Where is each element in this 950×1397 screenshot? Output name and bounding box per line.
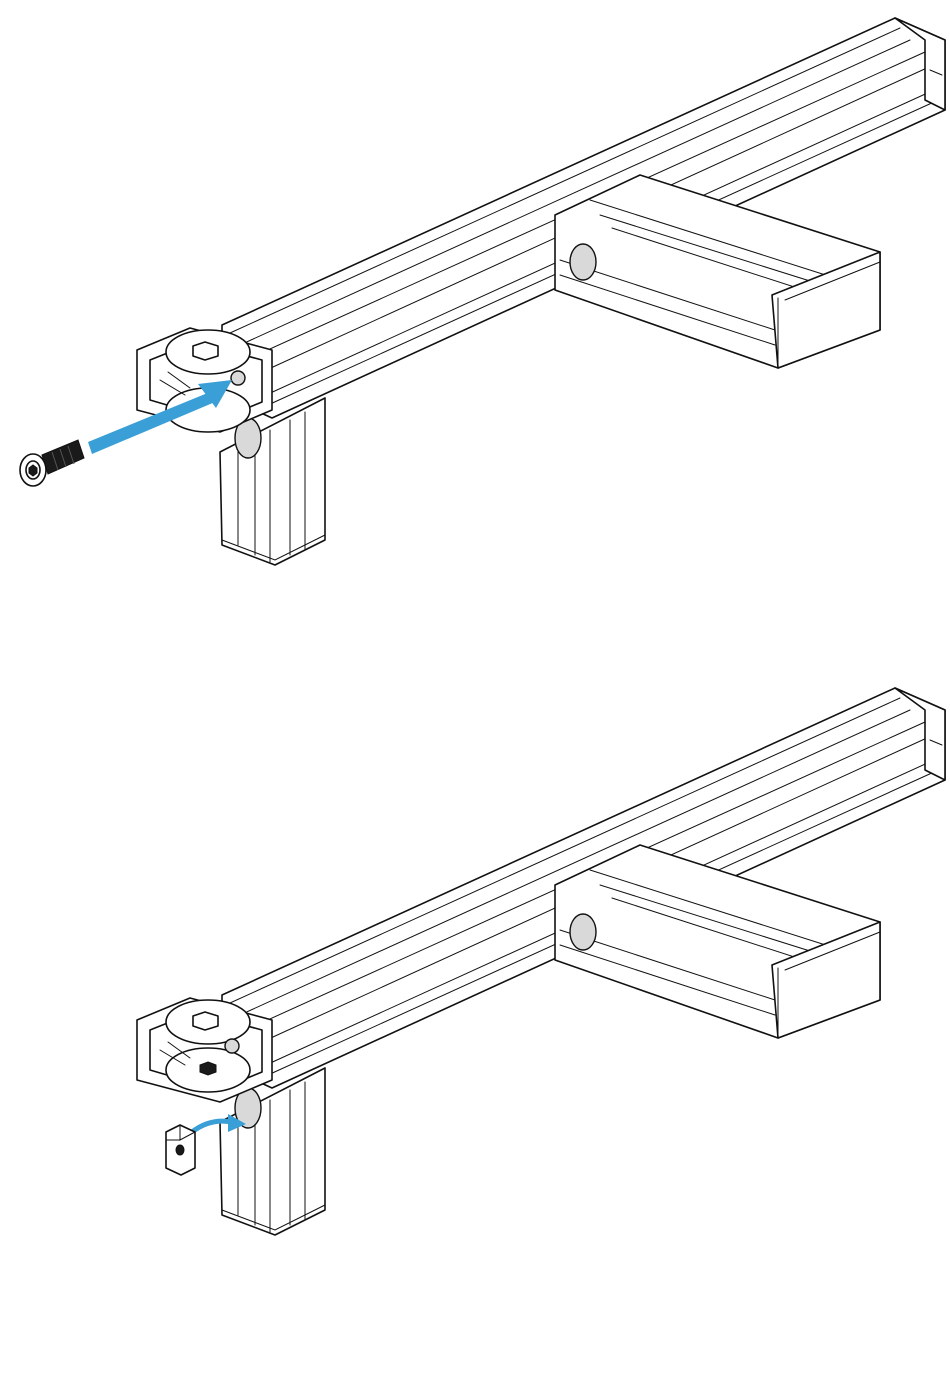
- cross-rail: [555, 175, 880, 368]
- cross-rail: [555, 845, 880, 1038]
- socket-head-screw-icon: [20, 440, 84, 486]
- t-slot-nut-icon: [166, 1125, 195, 1175]
- step-1-panel: [0, 0, 950, 600]
- step-1-drawing: [0, 0, 950, 600]
- step-2-panel: [0, 670, 950, 1270]
- step-2-drawing: [0, 670, 950, 1270]
